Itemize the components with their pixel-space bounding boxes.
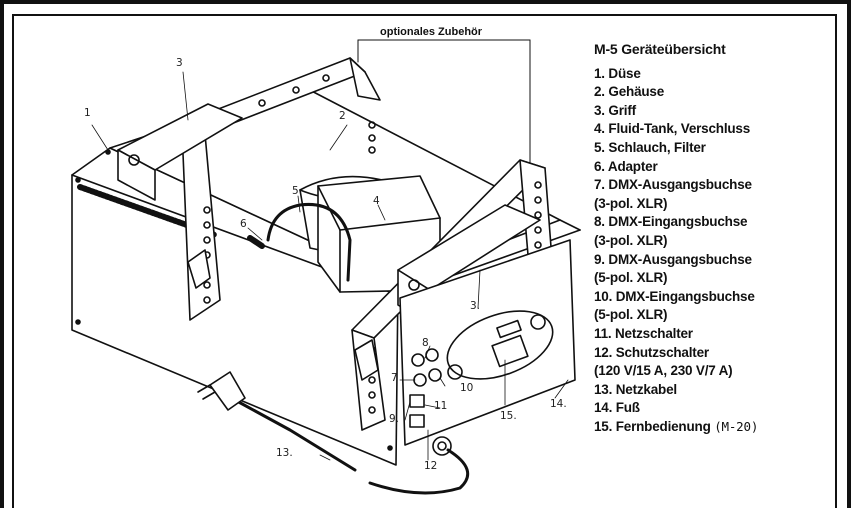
legend-item: 11. Netzschalter [594,325,693,341]
callout-7: 7 [391,372,398,384]
leader-lines [91,71,569,461]
callout-13: 13. [276,447,293,459]
legend-item: 12. Schutzschalter [594,344,709,360]
legend-item: 10. DMX-Eingangsbuchse [594,288,755,304]
accessory-bracket [357,39,531,169]
legend-item: 4. Fluid-Tank, Verschluss [594,121,751,137]
legend-item: 5. Schlauch, Filter [594,139,706,155]
callout-6: 6 [240,218,247,230]
rear-frame [117,57,381,321]
legend-item: (5-pol. XLR) [594,307,668,323]
legend-item: 6. Adapter [594,158,658,174]
legend-item: 14. Fuß [594,400,640,416]
callout-14: 14. [550,398,567,410]
legend-item: (3-pol. XLR) [594,195,668,211]
callout-9: 9. [389,413,400,425]
power-cable [197,371,470,495]
legend-item-sub: (M-20) [714,418,759,434]
legend-item: (5-pol. XLR) [594,270,668,286]
callout-15: 15. [500,410,517,422]
callout-1: 1 [84,107,91,119]
callout-4: 4 [373,195,380,207]
legend-item: 15. Fernbedienung (M-20) [594,418,834,437]
callout-11: 11 [434,400,448,412]
legend-item: (120 V/15 A, 230 V/7 A) [594,363,733,379]
legend-item: 3. Griff [594,102,636,118]
callout-12: 12 [424,460,438,472]
legend-item: 2. Gehäuse [594,84,665,100]
parts-legend: M-5 Geräteübersicht 1. Düse 2. Gehäuse 3. … [594,40,834,436]
accessory-label: optionales Zubehör [380,26,483,38]
legend-title: M-5 Geräteübersicht [594,41,726,57]
callout-5: 5 [292,185,299,197]
legend-item-text: 15. Fernbedienung [594,418,711,434]
legend-items: 1. Düse 2. Gehäuse 3. Griff 4. Fluid-Tank, … [594,65,834,418]
callout-3-rear: 3 [176,57,183,69]
legend-item: 1. Düse [594,65,641,81]
callout-3-front: 3. [470,300,481,312]
control-panel [399,239,576,456]
legend-item: 9. DMX-Ausgangsbuchse [594,251,752,267]
legend-item: 8. DMX-Eingangsbuchse [594,214,748,230]
legend-item: 7. DMX-Ausgangsbuchse [594,177,752,193]
hose [247,202,352,282]
callout-2: 2 [339,110,346,122]
legend-item: 13. Netzkabel [594,381,677,397]
callout-10: 10 [460,382,474,394]
front-frame [351,159,553,431]
callout-8: 8 [422,337,429,349]
inner-frame [12,14,837,508]
legend-item: (3-pol. XLR) [594,232,668,248]
